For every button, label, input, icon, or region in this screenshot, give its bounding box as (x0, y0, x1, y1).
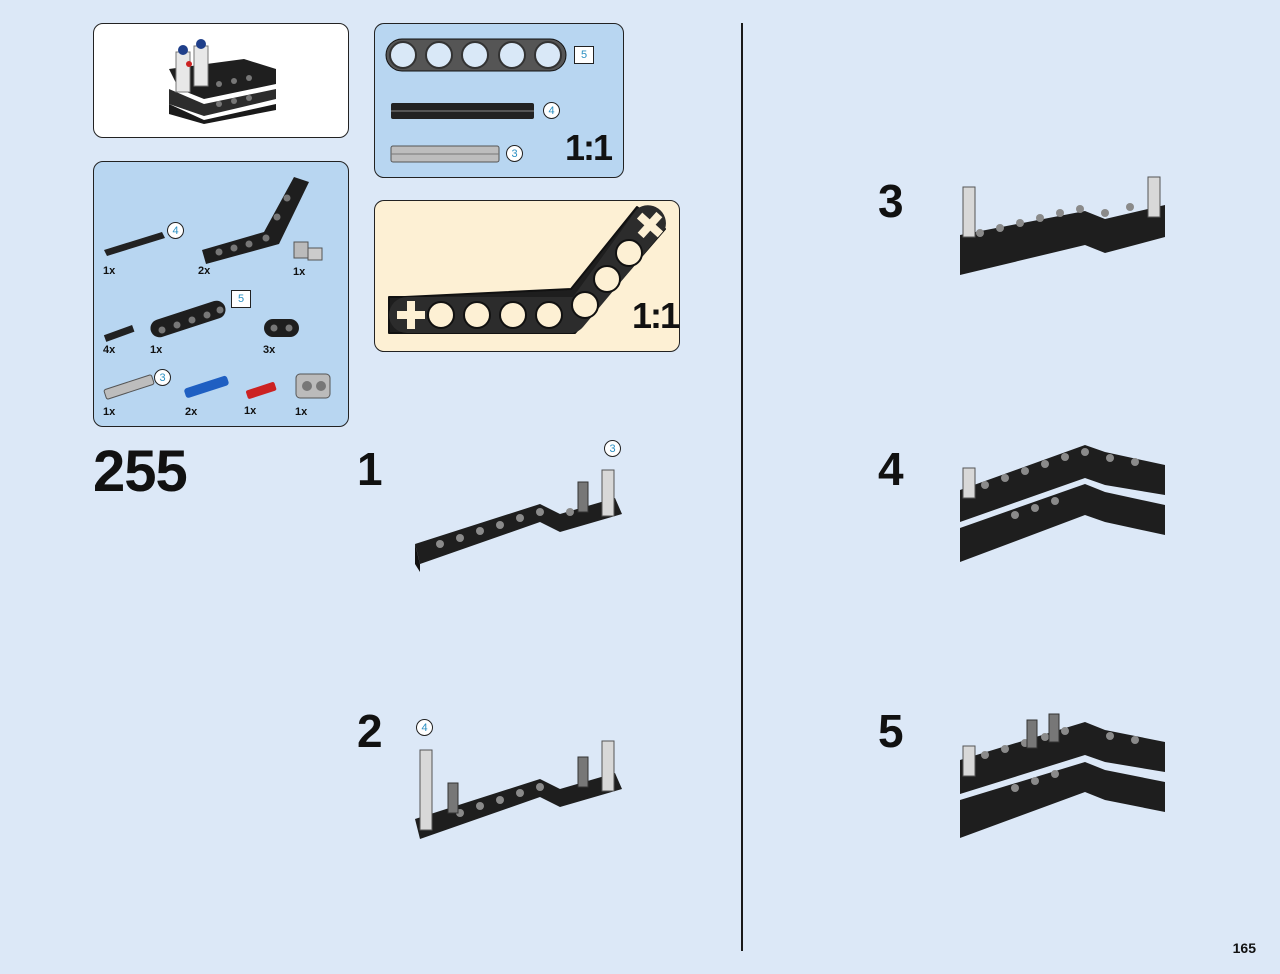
substep-3-image (960, 176, 1165, 275)
length-label-4: 4 (543, 102, 560, 119)
parts-images (103, 177, 331, 400)
length-label-3: 3 (506, 145, 523, 162)
substep-1-image (415, 469, 622, 572)
callout-length: 4 (416, 719, 433, 736)
bent-beam-image (388, 205, 666, 334)
part-qty: 2x (185, 406, 198, 418)
substep-number-4: 4 (878, 443, 904, 495)
preview-model-image (169, 39, 276, 124)
part-qty: 2x (198, 265, 211, 277)
part-qty: 1x (295, 406, 308, 418)
part-qty: 1x (103, 265, 116, 277)
substep-5-image (960, 713, 1165, 838)
substep-number-5: 5 (878, 705, 904, 757)
part-qty: 1x (293, 266, 306, 278)
scale-label: 1:1 (632, 295, 680, 336)
part-length-label: 5 (231, 290, 251, 308)
assembly-preview (93, 23, 349, 138)
substep-number-1: 1 (357, 443, 383, 495)
part-qty: 1x (244, 405, 257, 417)
part-qty: 1x (150, 344, 163, 356)
part-qty: 4x (103, 344, 116, 356)
length-label-5: 5 (574, 46, 594, 64)
scale-label: 1:1 (565, 127, 613, 168)
substep-2-image (415, 740, 622, 839)
part-qty: 1x (103, 406, 116, 418)
parts-list-panel: 4 1x 2x 1x 4x 5 1x 3x 3 1x 2x 1x 1x (93, 161, 349, 427)
part-length-label: 3 (154, 369, 171, 386)
callout-length: 3 (604, 440, 621, 457)
page-number: 165 (1232, 940, 1256, 956)
substep-4-image (960, 445, 1165, 562)
substep-number-3: 3 (878, 175, 904, 227)
part-length-label: 4 (167, 222, 184, 239)
ruler-parts-panel: 5 4 3 1:1 (374, 23, 624, 178)
column-divider (741, 23, 743, 951)
substep-number-2: 2 (357, 705, 383, 757)
step-number: 255 (93, 439, 188, 504)
part-qty: 3x (263, 344, 276, 356)
bent-beam-scale-panel: 1:1 (374, 200, 680, 352)
beam-5-image (385, 38, 567, 163)
